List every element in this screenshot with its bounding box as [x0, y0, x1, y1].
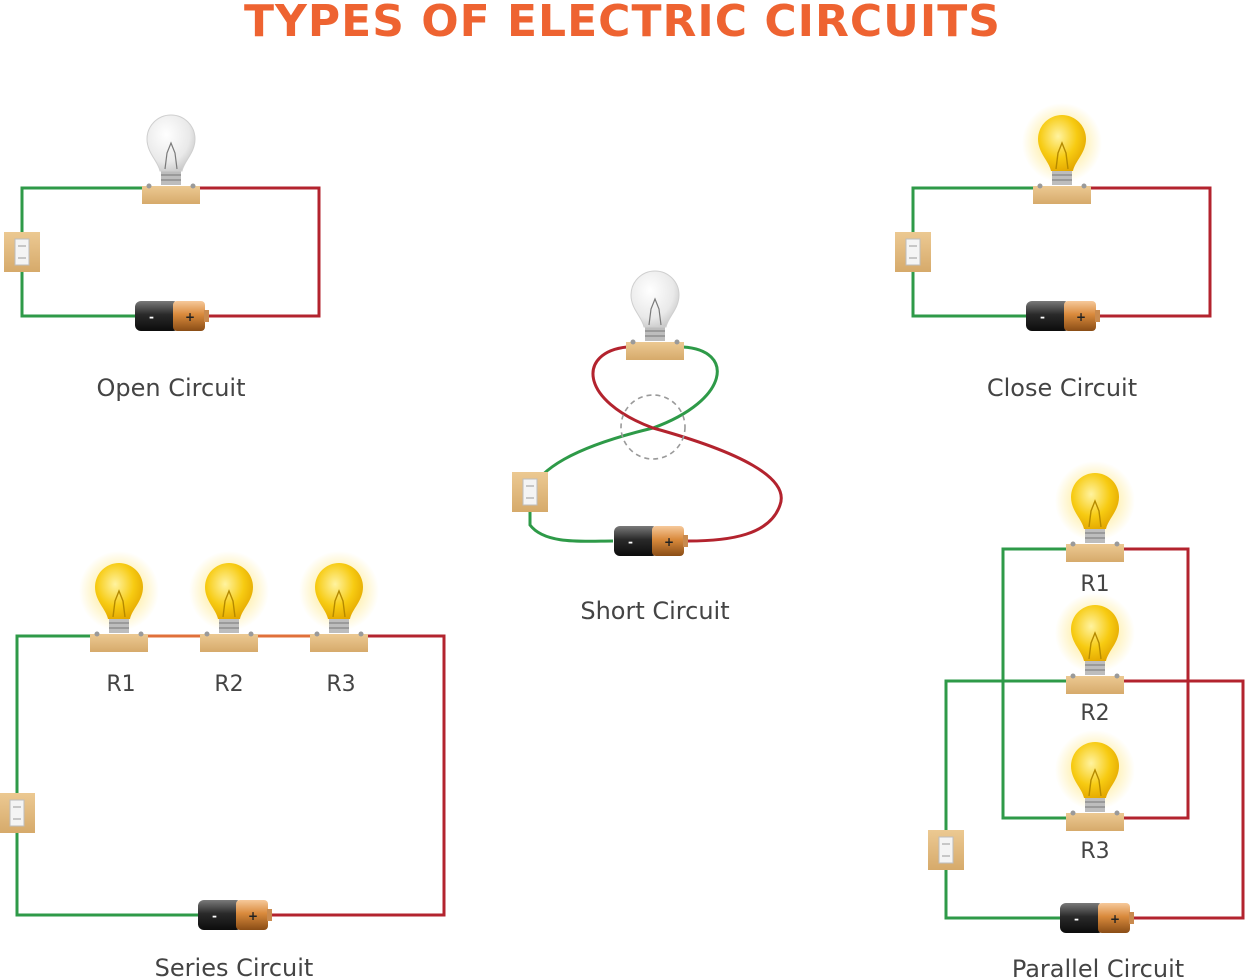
parallel-resistor-label-r2: R2 — [1080, 701, 1109, 726]
series-resistor-label-r1: R1 — [106, 672, 135, 697]
short-circuit-battery-icon: - + — [614, 526, 688, 556]
series-bulb-r3-icon — [298, 550, 380, 653]
open-circuit: - + Open Circuit — [3, 114, 321, 402]
battery-negative-sign: - — [628, 535, 633, 549]
series-circuit: R1 R2 R3 - + Series Circuit — [0, 550, 446, 980]
series-bulb-r1-icon — [78, 550, 160, 653]
parallel-outer-negative-wire — [944, 679, 1066, 920]
short-circuit-label: Short Circuit — [580, 597, 729, 625]
parallel-resistor-label-r1: R1 — [1080, 572, 1109, 597]
battery-positive-sign: + — [664, 535, 674, 549]
parallel-inner-negative-wire — [1001, 547, 1066, 820]
close-circuit-positive-wire — [1091, 186, 1212, 318]
short-circuit-red-wire — [591, 345, 783, 543]
short-circuit-bulb-icon — [625, 270, 685, 361]
close-circuit-label: Close Circuit — [987, 374, 1137, 402]
short-circuit-switch-icon — [511, 471, 549, 513]
parallel-outer-positive-wire — [1124, 679, 1245, 920]
parallel-bulb-r1-icon — [1054, 460, 1136, 563]
open-circuit-positive-wire — [200, 186, 321, 318]
short-circuit-contact-marker — [620, 394, 686, 460]
close-circuit-bulb-icon — [1021, 102, 1103, 205]
battery-negative-sign: - — [1040, 310, 1045, 324]
open-circuit-battery-icon: - + — [135, 301, 209, 331]
series-bulb-r2-icon — [188, 550, 270, 653]
battery-negative-sign: - — [149, 310, 154, 324]
short-circuit-green-wire — [528, 345, 719, 543]
close-circuit-battery-icon: - + — [1026, 301, 1100, 331]
open-circuit-switch-icon — [3, 231, 41, 273]
parallel-circuit-battery-icon: - + — [1060, 903, 1134, 933]
series-circuit-label: Series Circuit — [155, 954, 314, 980]
parallel-bulb-r3-icon — [1054, 729, 1136, 832]
diagram-title: TYPES OF ELECTRIC CIRCUITS — [244, 0, 1001, 47]
short-circuit: - + Short Circuit — [511, 270, 783, 625]
parallel-circuit: R1 R2 R3 - + Parallel Circuit — [927, 460, 1245, 980]
battery-positive-sign: + — [185, 310, 195, 324]
series-resistor-label-r3: R3 — [326, 672, 355, 697]
battery-negative-sign: - — [1074, 912, 1079, 926]
parallel-circuit-label: Parallel Circuit — [1012, 955, 1184, 980]
series-circuit-switch-icon — [0, 792, 36, 834]
battery-positive-sign: + — [248, 909, 258, 923]
series-resistor-label-r2: R2 — [214, 672, 243, 697]
battery-positive-sign: + — [1076, 310, 1086, 324]
series-circuit-negative-wire — [15, 634, 198, 917]
series-circuit-battery-icon: - + — [198, 900, 272, 930]
battery-negative-sign: - — [212, 909, 217, 923]
close-circuit: - + Close Circuit — [894, 102, 1212, 402]
open-circuit-bulb-icon — [141, 114, 201, 205]
parallel-circuit-switch-icon — [927, 829, 965, 871]
battery-positive-sign: + — [1110, 912, 1120, 926]
parallel-bulb-r2-icon — [1054, 592, 1136, 695]
series-circuit-positive-wire — [272, 634, 446, 917]
parallel-resistor-label-r3: R3 — [1080, 839, 1109, 864]
close-circuit-switch-icon — [894, 231, 932, 273]
open-circuit-label: Open Circuit — [97, 374, 246, 402]
parallel-inner-positive-wire — [1124, 547, 1190, 820]
